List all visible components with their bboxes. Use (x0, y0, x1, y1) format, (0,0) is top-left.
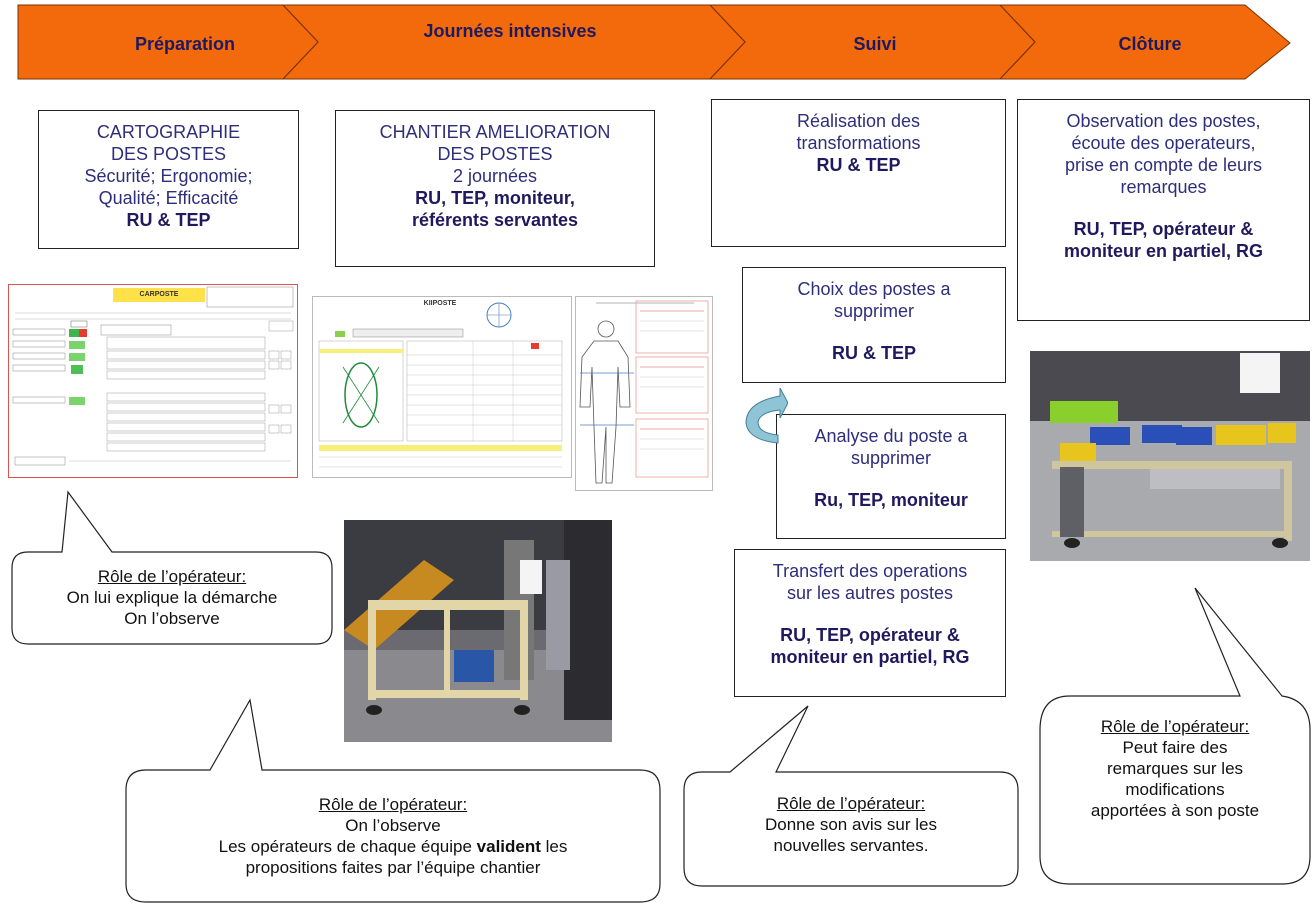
box-line: Réalisation des (796, 111, 921, 131)
phase-journees-intensives: Journées intensives (423, 21, 597, 41)
phase-arrow (17, 4, 1291, 80)
carposte-title: CARPOSTE (113, 288, 205, 302)
callout-line-part: Les opérateurs de chaque équipe (218, 837, 477, 856)
callout-line-part: les (540, 837, 568, 856)
box-line: Transfert des operations (772, 561, 968, 581)
callout-bubble-journees (125, 698, 661, 903)
box-roles: RU, TEP, moniteur, (415, 188, 575, 208)
callout-title: Rôle de l’opérateur: (1100, 717, 1250, 736)
carposte-form-image: CARPOSTE (8, 284, 298, 478)
box-chantier: CHANTIER AMELIORATION DES POSTES 2 journ… (335, 110, 655, 267)
callout-journees-text: Rôle de l’opérateur: On l’observe Les op… (128, 794, 658, 878)
box-line: sur les autres postes (786, 583, 954, 603)
box-observation: Observation des postes, écoute des opera… (1017, 99, 1310, 321)
cloture-photo-cart (1030, 351, 1310, 561)
callout-title: Rôle de l’opérateur: (97, 567, 247, 586)
box-cartographie: CARTOGRAPHIE DES POSTES Sécurité; Ergono… (38, 110, 299, 249)
workshop-photo-drawing (344, 520, 612, 742)
callout-line: propositions faites par l’équipe chantie… (245, 858, 541, 877)
box-roles: RU, TEP, opérateur & (780, 625, 960, 645)
box-line: supprimer (833, 301, 915, 321)
box-line: CHANTIER AMELIORATION (379, 122, 611, 142)
box-line: DES POSTES (437, 144, 553, 164)
box-roles: Ru, TEP, moniteur (814, 490, 968, 510)
form-grid (12, 286, 294, 466)
box-transfert: Transfert des operations sur les autres … (734, 549, 1006, 697)
box-line: écoute des operateurs, (1071, 133, 1256, 153)
phase-cloture: Clôture (1118, 34, 1182, 54)
phase-divider (282, 4, 319, 80)
workshop-photo-cart (344, 520, 612, 742)
callout-bubble-preparation (11, 490, 333, 645)
callout-line: nouvelles servantes. (773, 836, 929, 855)
callout-line: On lui explique la démarche (66, 588, 278, 607)
phase-divider (709, 4, 746, 80)
box-line: Sécurité; Ergonomie; (84, 166, 253, 186)
box-line: CARTOGRAPHIE (96, 122, 241, 142)
box-roles: RU & TEP (831, 343, 916, 363)
box-line: 2 journées (452, 166, 538, 186)
box-line: supprimer (850, 448, 932, 468)
callout-bubble-cloture (1039, 587, 1311, 885)
callout-suivi-text: Rôle de l’opérateur: Donne son avis sur … (686, 793, 1016, 856)
callout-line: remarques sur les (1106, 759, 1244, 778)
body-sketch (579, 300, 709, 484)
callout-line: apportées à son poste (1090, 801, 1260, 820)
box-roles: RU, TEP, opérateur & (1073, 219, 1254, 239)
callout-title: Rôle de l’opérateur: (776, 794, 926, 813)
box-line: prise en compte de leurs (1064, 155, 1263, 175)
callout-title: Rôle de l’opérateur: (318, 795, 468, 814)
callout-line: Donne son avis sur les (765, 815, 937, 834)
box-line: Analyse du poste a (814, 426, 968, 446)
box-realisation: Réalisation des transformations RU & TEP (711, 99, 1006, 247)
callout-line: Les opérateurs de chaque équipe valident… (128, 836, 658, 857)
callout-line: Peut faire des (1122, 738, 1228, 757)
box-line: remarques (1120, 177, 1207, 197)
box-roles: RU & TEP (126, 210, 211, 230)
kiiposte-title: KIIPOSTE (423, 300, 457, 307)
phase-divider (999, 4, 1036, 80)
callout-cloture-text: Rôle de l’opérateur: Peut faire des rema… (1042, 716, 1308, 821)
box-roles: moniteur en partiel, RG (1063, 241, 1264, 261)
box-line: DES POSTES (110, 144, 227, 164)
callout-line: On l’observe (345, 816, 441, 835)
phase-suivi: Suivi (853, 34, 897, 54)
phase-banner (17, 4, 1291, 80)
phase-preparation: Préparation (134, 34, 236, 54)
box-choix: Choix des postes a supprimer RU & TEP (742, 267, 1006, 383)
box-roles: RU & TEP (816, 155, 901, 175)
callout-bubble-suivi (683, 705, 1019, 887)
form-grid (318, 302, 563, 468)
callout-preparation-text: Rôle de l’opérateur: On lui explique la … (14, 566, 330, 629)
cloture-photo-drawing (1030, 351, 1310, 561)
box-line: Observation des postes, (1066, 111, 1261, 131)
box-line: transformations (796, 133, 921, 153)
box-analyse: Analyse du poste a supprimer Ru, TEP, mo… (776, 414, 1006, 539)
cycle-arrow-icon (745, 388, 788, 444)
callout-line: On l’observe (124, 609, 220, 628)
box-roles: référents servantes (411, 210, 579, 230)
body-sketch-image (575, 296, 713, 491)
box-line: Choix des postes a (797, 279, 951, 299)
callout-bold-word: valident (476, 837, 541, 856)
callout-line: modifications (1125, 780, 1225, 799)
kiiposte-form-image: KIIPOSTE (312, 296, 572, 478)
box-roles: moniteur en partiel, RG (770, 647, 970, 667)
box-line: Qualité; Efficacité (98, 188, 239, 208)
